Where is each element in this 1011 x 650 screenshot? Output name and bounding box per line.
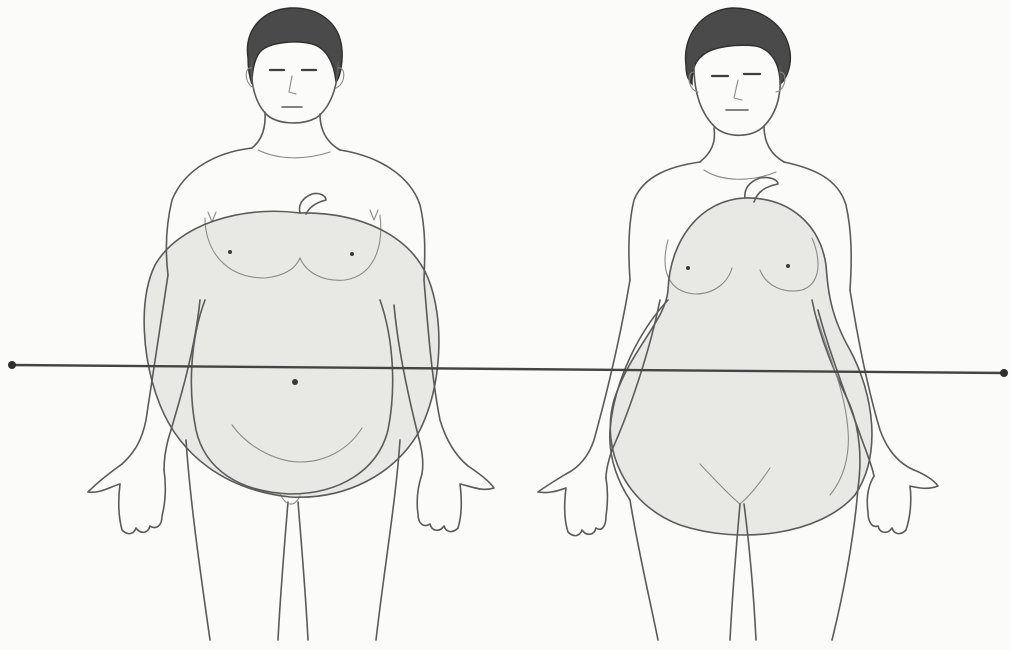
female-nipple-right <box>786 264 790 268</box>
male-navel <box>292 379 298 385</box>
reference-line-right-end <box>1000 369 1008 377</box>
male-nipple-right <box>350 252 354 256</box>
male-nipple-left <box>228 250 232 254</box>
female-nipple-left <box>686 266 690 270</box>
reference-line-left-end <box>8 361 16 369</box>
